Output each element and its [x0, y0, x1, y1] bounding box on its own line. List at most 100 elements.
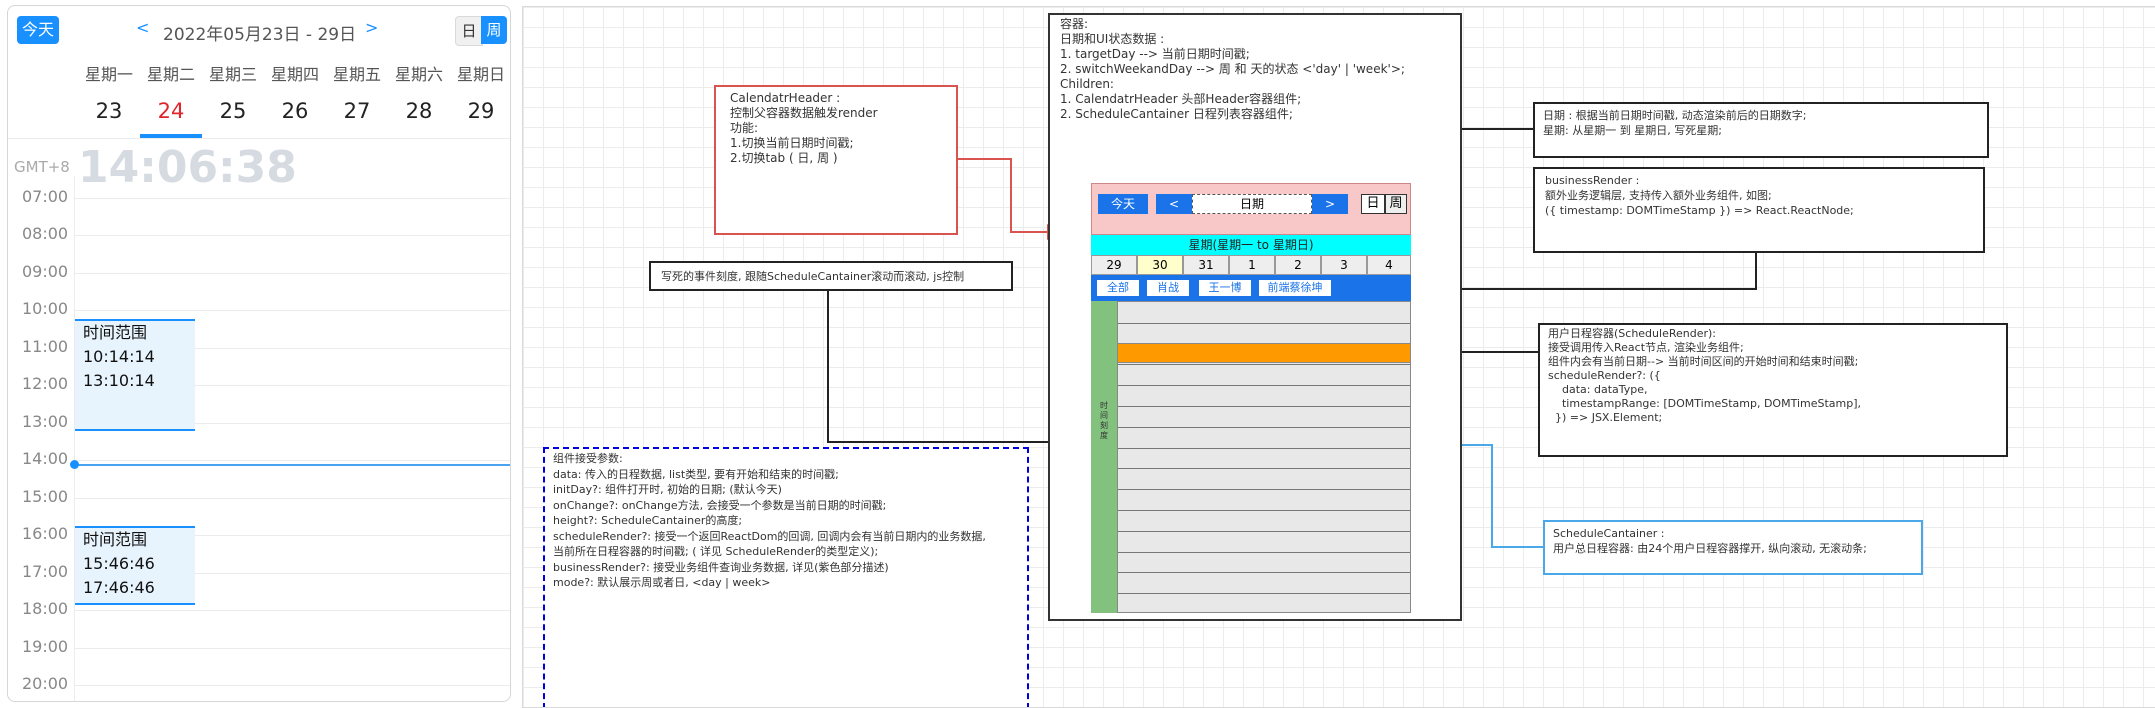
- mock-week-button[interactable]: 周: [1385, 194, 1407, 214]
- schedule-event[interactable]: 时间范围 10:14:14 13:10:14: [75, 319, 195, 431]
- today-button[interactable]: 今天: [17, 16, 59, 44]
- note-text: scheduleRender?: ({: [1548, 369, 1661, 382]
- business-note[interactable]: businessRender : 额外业务逻辑层, 支持传入额外业务组件, 如图…: [1533, 167, 1985, 253]
- mock-date-cell[interactable]: 2: [1275, 255, 1321, 275]
- mock-date-cell[interactable]: 4: [1367, 255, 1411, 275]
- note-text: height?: ScheduleCantainer的高度;: [553, 514, 743, 527]
- header-note[interactable]: CalendatrHeader : 控制父容器数据触发render 功能: 1.…: [714, 85, 958, 235]
- mock-schedule-row-line: [1118, 489, 1410, 491]
- date-cell[interactable]: 29: [467, 99, 495, 123]
- mock-tag[interactable]: 肖战: [1147, 280, 1189, 296]
- hour-gridline: [74, 385, 510, 386]
- note-text: data: dataType,: [1548, 383, 1648, 396]
- mock-schedule-row-line: [1118, 551, 1410, 553]
- hour-gridline: [74, 498, 510, 499]
- hour-gridline: [74, 273, 510, 274]
- note-text: CalendatrHeader :: [730, 91, 841, 105]
- next-week-icon[interactable]: >: [365, 18, 379, 37]
- view-day-button[interactable]: 日: [455, 16, 483, 46]
- hour-label: 10:00: [22, 299, 69, 318]
- diagram-canvas[interactable]: 容器: 日期和UI状态数据 : 1. targetDay --> 当前日期时间戳…: [522, 6, 2155, 708]
- event-end: 17:46:46: [83, 578, 155, 597]
- view-week-button[interactable]: 周: [481, 16, 507, 44]
- mock-date-cell[interactable]: 30: [1137, 255, 1183, 275]
- hour-gridline: [74, 198, 510, 199]
- hour-gridline: [74, 535, 510, 536]
- note-text: 组件接受参数:: [553, 452, 623, 465]
- container-text: Children:: [1060, 77, 1114, 91]
- scale-note[interactable]: 写死的事件刻度, 跟随ScheduleCantainer滚动而滚动, js控制: [649, 261, 1013, 291]
- hour-label: 17:00: [22, 562, 69, 581]
- date-cell[interactable]: 25: [219, 99, 247, 123]
- schedule-event[interactable]: 时间范围 15:46:46 17:46:46: [75, 526, 195, 605]
- mock-date-cell[interactable]: 1: [1229, 255, 1275, 275]
- container-text: 容器:: [1060, 17, 1089, 31]
- mock-prev-button[interactable]: <: [1156, 194, 1192, 214]
- mock-schedule-row-line: [1118, 364, 1410, 366]
- hour-label: 08:00: [22, 224, 69, 243]
- mock-scale-label: 时间刻度: [1100, 401, 1108, 440]
- hour-label: 18:00: [22, 599, 69, 618]
- date-cell[interactable]: 28: [405, 99, 433, 123]
- mock-date-cell[interactable]: 3: [1321, 255, 1367, 275]
- mock-schedule-row-line: [1118, 406, 1410, 407]
- mock-date-cell[interactable]: 29: [1091, 255, 1137, 275]
- date-cell[interactable]: 27: [343, 99, 371, 123]
- weekday-label: 星期二: [146, 65, 195, 84]
- mock-tag[interactable]: 王一博: [1199, 280, 1251, 296]
- event-start: 15:46:46: [83, 554, 155, 573]
- hour-label: 09:00: [22, 262, 69, 281]
- mock-date-field[interactable]: 日期: [1192, 194, 1312, 214]
- weekday-label: 星期日: [456, 65, 505, 84]
- hour-gridline: [74, 610, 510, 611]
- mock-today-button[interactable]: 今天: [1098, 194, 1148, 214]
- note-text: 组件内会有当前日期--> 当前时间区间的开始时间和结束时间戳;: [1548, 355, 1859, 368]
- hour-label: 14:00: [22, 449, 69, 468]
- mock-tag[interactable]: 前端蔡徐坤: [1259, 280, 1331, 296]
- date-cell-selected[interactable]: 24: [157, 99, 185, 123]
- mock-schedule-row-line: [1118, 385, 1410, 387]
- schedule-container-note[interactable]: ScheduleCantainer : 用户总日程容器: 由24个用户日程容器撑…: [1543, 520, 1923, 575]
- note-text: data: 传入的日程数据, list类型, 要有开始和结束的时间戳;: [553, 467, 839, 481]
- hour-gridline: [74, 235, 510, 236]
- date-cell[interactable]: 26: [281, 99, 309, 123]
- calendar-panel: 今天 < 2022年05月23日 - 29日 > 日 周 星期一 星期二 星期三…: [7, 5, 511, 702]
- hour-gridline: [74, 685, 510, 686]
- hour-gridline: [74, 423, 510, 424]
- schedule-render-note[interactable]: 用户日程容器(ScheduleRender): 接受调用传入React节点, 渲…: [1538, 323, 2008, 457]
- mock-date-cell[interactable]: 31: [1183, 255, 1229, 275]
- event-title: 时间范围: [83, 323, 148, 342]
- event-title: 时间范围: [83, 530, 148, 549]
- scale-connector: [827, 274, 1093, 450]
- note-text: 星期: 从星期一 到 星期日, 写死星期;: [1543, 124, 1722, 137]
- mock-schedule-row-line: [1118, 530, 1410, 532]
- header-divider: [8, 138, 510, 139]
- note-text: 用户总日程容器: 由24个用户日程容器撑开, 纵向滚动, 无滚动条;: [1553, 542, 1867, 555]
- note-text: 写死的事件刻度, 跟随ScheduleCantainer滚动而滚动, js控制: [661, 270, 965, 283]
- note-text: 用户日程容器(ScheduleRender):: [1548, 327, 1716, 340]
- mock-day-button[interactable]: 日: [1361, 194, 1385, 214]
- business-connector: [1423, 252, 1757, 297]
- hour-gridline: [74, 460, 510, 461]
- container-text: 1. targetDay --> 当前日期时间戳;: [1060, 47, 1250, 61]
- hour-label: 13:00: [22, 412, 69, 431]
- note-text: scheduleRender?: 接受一个返回ReactDom的回调, 回调内会…: [553, 529, 986, 543]
- props-note[interactable]: 组件接受参数: data: 传入的日程数据, list类型, 要有开始和结束的时…: [543, 447, 1029, 707]
- note-text: }) => JSX.Element;: [1548, 411, 1663, 424]
- container-text: 2. ScheduleCantainer 日程列表容器组件;: [1060, 107, 1293, 121]
- hour-gridline: [74, 348, 510, 349]
- note-text: 1.切换当前日期时间戳;: [730, 136, 854, 150]
- mock-schedule-render-highlight: [1117, 343, 1411, 363]
- mock-tag[interactable]: 全部: [1097, 280, 1139, 296]
- hour-gridline: [74, 573, 510, 574]
- mock-schedule-row-line: [1118, 593, 1410, 595]
- date-cell[interactable]: 23: [95, 99, 123, 123]
- date-note[interactable]: 日期 : 根据当前日期时间戳, 动态渲染前后的日期数字; 星期: 从星期一 到 …: [1533, 102, 1989, 158]
- mock-schedule-row-line: [1118, 510, 1410, 511]
- mock-next-button[interactable]: >: [1312, 194, 1348, 214]
- hour-label: 19:00: [22, 637, 69, 656]
- container-text: 日期和UI状态数据 :: [1060, 32, 1165, 46]
- prev-week-icon[interactable]: <: [136, 18, 150, 37]
- mock-business-row: [1091, 275, 1411, 301]
- hour-label: 16:00: [22, 524, 69, 543]
